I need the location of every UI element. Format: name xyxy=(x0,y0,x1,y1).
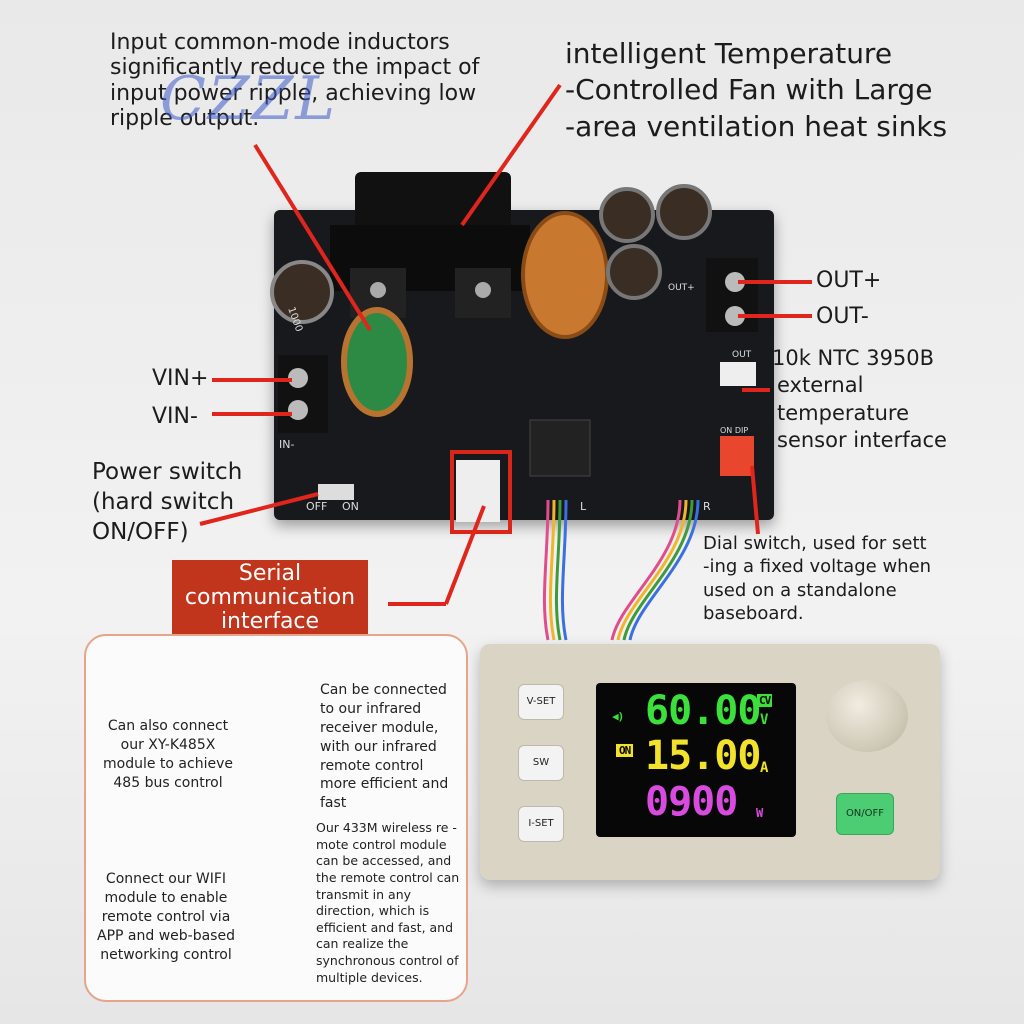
power-callout-line: (hard switch xyxy=(92,488,235,515)
dial-callout-line: Dial switch, used for sett xyxy=(703,533,927,554)
fan-callout-line: -area ventilation heat sinks xyxy=(565,109,948,143)
power-switch xyxy=(318,484,354,500)
vin-plus-label: VIN+ xyxy=(152,366,209,391)
brand-watermark: CZZL xyxy=(160,64,338,134)
current-readout: 15.00 xyxy=(645,733,761,779)
serial-port-highlight xyxy=(450,450,512,534)
input-terminal xyxy=(278,355,328,433)
on-badge: ON xyxy=(616,744,634,757)
adjust-knob[interactable] xyxy=(826,680,908,752)
power-callout-line: Power switch xyxy=(92,459,243,485)
capacitor xyxy=(606,244,662,300)
onoff-button[interactable]: ON/OFF xyxy=(836,793,894,835)
rf433-text: Our 433M wireless re -mote control modul… xyxy=(316,820,460,985)
callout-arrows xyxy=(199,83,812,606)
silk-off: OFF xyxy=(306,500,328,513)
voltage-readout: 60.00 xyxy=(645,688,761,734)
ntc-callout-line: 10k NTC 3950B xyxy=(772,346,935,370)
display-screen xyxy=(596,683,796,837)
out-plus-label: OUT+ xyxy=(816,268,882,293)
ntc-callout: 10k NTC 3950B external temperature senso… xyxy=(772,345,992,454)
silk-right-conn: R xyxy=(703,500,711,513)
serial-label-line: communication xyxy=(184,585,356,611)
ntc-connector xyxy=(720,362,756,386)
ntc-callout-line: external xyxy=(777,373,864,398)
input-capacitor xyxy=(270,260,334,324)
fan-callout-line: intelligent Temperature xyxy=(565,37,893,70)
power-readout: 0900 xyxy=(645,779,738,825)
amp-unit: A xyxy=(760,760,769,776)
capacitor xyxy=(656,184,712,240)
silk-out-plus: OUT+ xyxy=(668,283,695,293)
iset-button[interactable]: I-SET xyxy=(518,806,564,842)
silk-dip: ON DIP xyxy=(720,426,749,435)
output-inductor xyxy=(521,211,609,339)
silk-in-minus: IN- xyxy=(279,438,295,451)
serial-label-line: interface xyxy=(220,609,320,635)
fan-callout-line: -Controlled Fan with Large xyxy=(565,73,933,107)
controller-chip xyxy=(529,419,591,477)
silk-on: ON xyxy=(342,500,359,513)
dial-callout-line: baseboard. xyxy=(703,603,804,625)
watt-unit: W xyxy=(756,806,763,820)
silk-out: OUT xyxy=(732,350,752,360)
ntc-callout-line: temperature xyxy=(777,400,909,425)
inductor-callout: Input common-mode inductors significantl… xyxy=(110,30,480,131)
dip-switch xyxy=(720,436,754,476)
power-callout-line: ON/OFF) xyxy=(92,518,189,545)
dial-switch-callout: Dial switch, used for sett -ing a fixed … xyxy=(703,532,983,626)
wifi-text: Connect our WIFI module to enable remote… xyxy=(97,871,235,963)
rs485-text: Can also connect our XY-K485X module to … xyxy=(103,718,233,791)
vset-button[interactable]: V-SET xyxy=(518,684,564,720)
power-switch-callout: Power switch (hard switch ON/OFF) xyxy=(92,458,292,548)
fan-callout: intelligent Temperature -Controlled Fan … xyxy=(565,36,985,145)
out-minus-label: OUT- xyxy=(816,304,869,329)
vin-minus-label: VIN- xyxy=(152,404,198,429)
capacitor xyxy=(599,187,655,243)
serial-label-line: Serial xyxy=(238,561,302,586)
serial-interface-label: Serial communication interface xyxy=(172,560,368,634)
feature-panel xyxy=(84,634,468,1002)
sw-button[interactable]: SW xyxy=(518,745,564,781)
speaker-icon: ◀) xyxy=(612,710,624,723)
dial-callout-line: used on a standalone xyxy=(703,579,897,601)
ir-text: Can be connected to our infrared receive… xyxy=(320,682,449,812)
dial-callout-line: -ing a fixed voltage when xyxy=(703,556,932,578)
ntc-callout-line: sensor interface xyxy=(777,427,947,452)
volt-unit: V xyxy=(760,712,769,728)
silk-left-conn: L xyxy=(580,500,587,513)
serial-port xyxy=(456,460,500,522)
cv-badge: CV xyxy=(757,694,773,707)
common-mode-inductor xyxy=(341,307,413,417)
